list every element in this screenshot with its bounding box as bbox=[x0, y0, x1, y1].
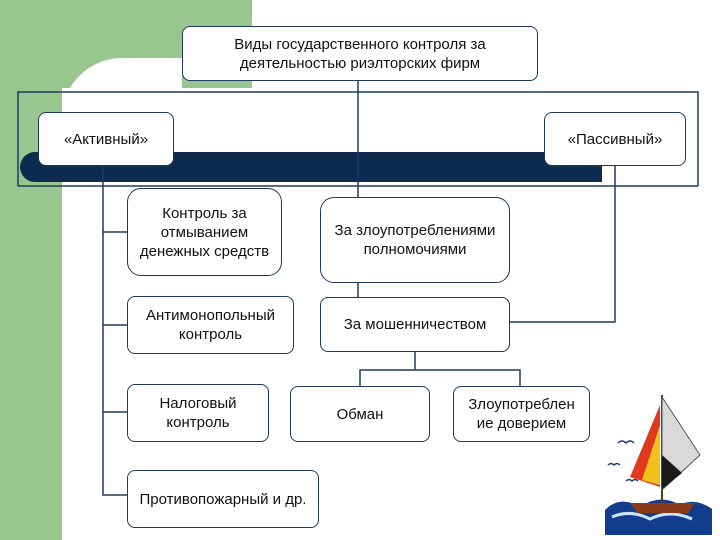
connector-top-branch bbox=[17, 91, 699, 186]
fraud-item-deception: Обман bbox=[290, 386, 430, 442]
active-item-antimonopoly: Антимонопольный контроль bbox=[127, 296, 294, 354]
passive-node: «Пассивный» bbox=[544, 112, 686, 166]
connector-active-stem bbox=[102, 166, 127, 496]
passive-item-fraud: За мошенничеством bbox=[320, 297, 510, 352]
fraud-item-breach-of-trust: Злоупотреблен ие доверием bbox=[453, 386, 590, 442]
active-item-tax: Налоговый контроль bbox=[127, 384, 269, 442]
passive-item-abuse-of-power: За злоупотреблениями полномочиями bbox=[320, 197, 510, 283]
connector-fraud-branch bbox=[359, 369, 521, 386]
connector-passive-stem bbox=[510, 166, 616, 323]
active-item-money-laundering: Контроль за отмыванием денежных средств bbox=[127, 188, 282, 276]
sailboat-icon bbox=[605, 395, 712, 535]
background-band bbox=[0, 0, 62, 540]
root-node: Виды государственного контроля за деятел… bbox=[182, 26, 538, 81]
active-item-fire-safety: Противопожарный и др. bbox=[127, 470, 319, 528]
active-node: «Активный» bbox=[38, 112, 174, 166]
